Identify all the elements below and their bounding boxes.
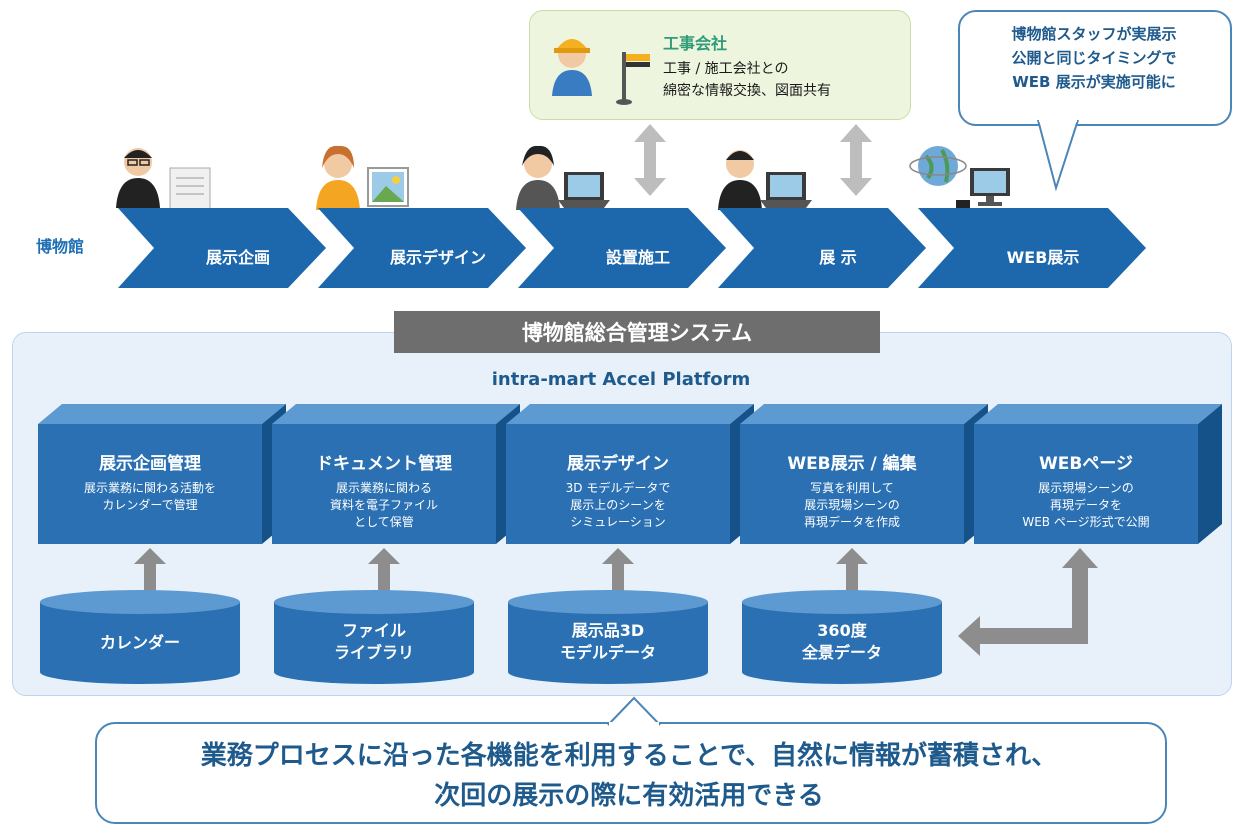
step-label-exhibition: 展 示 [819,248,857,267]
module-desc-web-page: 展示現場シーンの 再現データを WEB ページ形式で公開 [974,480,1198,531]
publish-flow-arrow-icon [958,548,1098,656]
module-desc-line: として保管 [354,515,414,529]
construction-worker-icon [552,39,650,105]
database-cylinder [274,590,474,684]
step-label-planning: 展示企画 [205,248,270,267]
callout-line: 次回の展示の際に有効活用できる [434,781,824,811]
module-desc-line: シミュレーション [570,515,666,529]
bubble-line: 公開と同じタイミングで [1011,49,1177,67]
database-label-360-panorama: 360度 全景データ [742,620,942,664]
module-desc-document: 展示業務に関わる 資料を電子ファイル として保管 [272,480,496,531]
database-label-line: モデルデータ [559,643,656,662]
contractor-title: 工事会社 [663,34,728,53]
museum-label: 博物館 [36,237,85,256]
contractor-box [529,10,911,120]
module-desc-line: WEB ページ形式で公開 [1022,515,1150,529]
contractor-desc-line: 工事 / 施工会社との [663,61,789,77]
database-cylinders [40,590,942,684]
summary-callout-text: 業務プロセスに沿った各機能を利用することで、自然に情報が蓄積され、 次回の展示の… [95,736,1163,816]
module-title-planning: 展示企画管理 [99,454,201,474]
module-desc-line: 展示上のシーンを [570,498,666,512]
module-desc-line: 資料を電子ファイル [329,498,438,512]
platform-title: intra-mart Accel Platform [491,369,751,390]
step-label-design: 展示デザイン [389,248,486,267]
planner-person-icon [116,148,211,213]
callout-tail [607,696,661,726]
database-label-file-library: ファイル ライブラリ [274,620,474,664]
database-cylinder [40,590,240,684]
contractor-description: 工事 / 施工会社との 綿密な情報交換、図面共有 [663,58,903,102]
exchange-arrow-icon [634,124,666,196]
module-desc-line: 再現データを [1049,498,1122,512]
chevron-step-installation [518,208,726,288]
database-label-line: ライブラリ [333,643,414,662]
module-title-web-edit: WEB展示 / 編集 [787,454,917,474]
step-label-installation: 設置施工 [605,248,670,267]
module-title-document: ドキュメント管理 [316,454,452,474]
module-desc-line: 展示現場シーンの [1038,481,1134,495]
process-chevrons [118,208,1146,288]
module-desc-line: 展示業務に関わる活動を [83,481,216,495]
module-desc-line: 展示業務に関わる [335,481,432,495]
module-title-design: 展示デザイン [567,454,669,474]
database-label-line: 360度 [817,621,867,640]
module-cubes [38,404,1222,544]
module-desc-design: 3D モデルデータで 展示上のシーンを シミュレーション [506,480,730,531]
module-desc-line: 展示現場シーンの [804,498,900,512]
database-label-line: カレンダー [99,633,180,652]
system-title-bar [394,311,880,353]
module-cube [38,404,286,544]
database-label-calendar: カレンダー [40,632,240,654]
database-label-line: ファイル [341,621,406,640]
bubble-line: 博物館スタッフが実展示 [1011,25,1177,43]
module-title-web-page: WEBページ [1039,454,1133,474]
system-title: 博物館総合管理システム [521,321,753,345]
step-label-web-exhibition: WEB展示 [1006,248,1080,267]
contractor-desc-line: 綿密な情報交換、図面共有 [663,83,831,99]
designer-person-icon [316,145,409,210]
staff-speech-bubble [958,10,1232,126]
bubble-line: WEB 展示が実施可能に [1012,73,1176,91]
chevron-step-exhibition [718,208,926,288]
module-desc-planning: 展示業務に関わる活動を カレンダーで管理 [38,480,262,514]
exhibition-person-icon [718,150,812,210]
bubble-tail [1037,120,1079,192]
exchange-arrow-icon [840,124,872,196]
chevron-step-planning [118,208,326,288]
module-desc-line: 3D モデルデータで [565,481,671,495]
database-label-3d-model: 展示品3D モデルデータ [508,620,708,664]
database-label-line: 全景データ [801,643,882,662]
database-cylinder [742,590,942,684]
database-cylinder [508,590,708,684]
staff-bubble-text: 博物館スタッフが実展示 公開と同じタイミングで WEB 展示が実施可能に [968,22,1220,94]
chevron-step-design [318,208,526,288]
module-desc-line: 写真を利用して [810,481,894,495]
database-label-line: 展示品3D [571,621,645,640]
chevron-step-web-exhibition [918,208,1146,288]
globe-computer-icon [909,146,1010,208]
module-desc-web-edit: 写真を利用して 展示現場シーンの 再現データを作成 [740,480,964,531]
callout-line: 業務プロセスに沿った各機能を利用することで、自然に情報が蓄積され、 [200,741,1058,771]
module-cube [974,404,1222,544]
module-desc-line: カレンダーで管理 [102,498,198,512]
module-desc-line: 再現データを作成 [803,515,900,529]
installer-person-icon [516,145,610,210]
